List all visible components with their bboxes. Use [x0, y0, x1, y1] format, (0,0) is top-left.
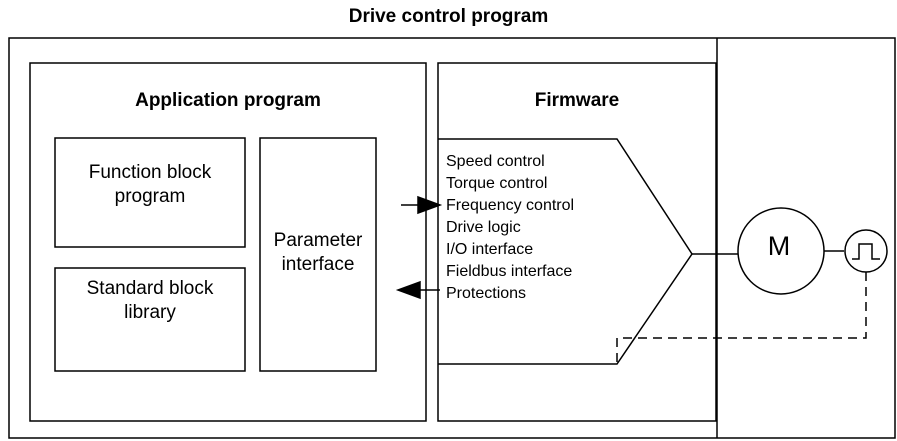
- parameter-interface-line-1: Parameter: [273, 230, 363, 251]
- outer-frame: [8, 37, 896, 439]
- parameter-interface-box: [259, 137, 377, 372]
- firmware-item: Fieldbus interface: [446, 263, 573, 280]
- arrow-right-icon: [401, 195, 443, 215]
- firmware-item: Speed control: [446, 153, 545, 170]
- encoder-feedback-line: [616, 272, 867, 364]
- diagram-title: Drive control program: [348, 6, 549, 27]
- encoder-pulse-shape: [852, 243, 880, 260]
- function-block-program-label: Function block program: [55, 161, 245, 209]
- function-block-line-1: Function block: [88, 162, 212, 183]
- function-block-line-2: program: [114, 186, 186, 207]
- standard-block-library-label: Standard block library: [55, 277, 245, 325]
- standard-library-line-1: Standard block: [86, 278, 214, 299]
- firmware-item: Frequency control: [446, 197, 575, 214]
- standard-library-line-2: library: [124, 302, 176, 323]
- firmware-item: Drive logic: [446, 219, 521, 236]
- firmware-item: Torque control: [446, 175, 548, 192]
- standard-block-library-box: [54, 267, 246, 372]
- application-program-box: [29, 62, 427, 422]
- firmware-item: Protections: [446, 285, 527, 302]
- firmware-box: [437, 62, 717, 422]
- function-block-program-box: [54, 137, 246, 248]
- motor-label: M: [767, 231, 791, 261]
- encoder-pulse-icon: [844, 229, 888, 273]
- arrow-left-icon: [395, 280, 440, 300]
- application-program-title: Application program: [135, 90, 321, 111]
- firmware-function-list: Speed control Torque control Frequency c…: [446, 151, 574, 305]
- firmware-title: Firmware: [534, 90, 620, 111]
- parameter-interface-label: Parameter interface: [260, 229, 376, 277]
- parameter-interface-line-2: interface: [281, 254, 355, 275]
- firmware-item: I/O interface: [446, 241, 534, 258]
